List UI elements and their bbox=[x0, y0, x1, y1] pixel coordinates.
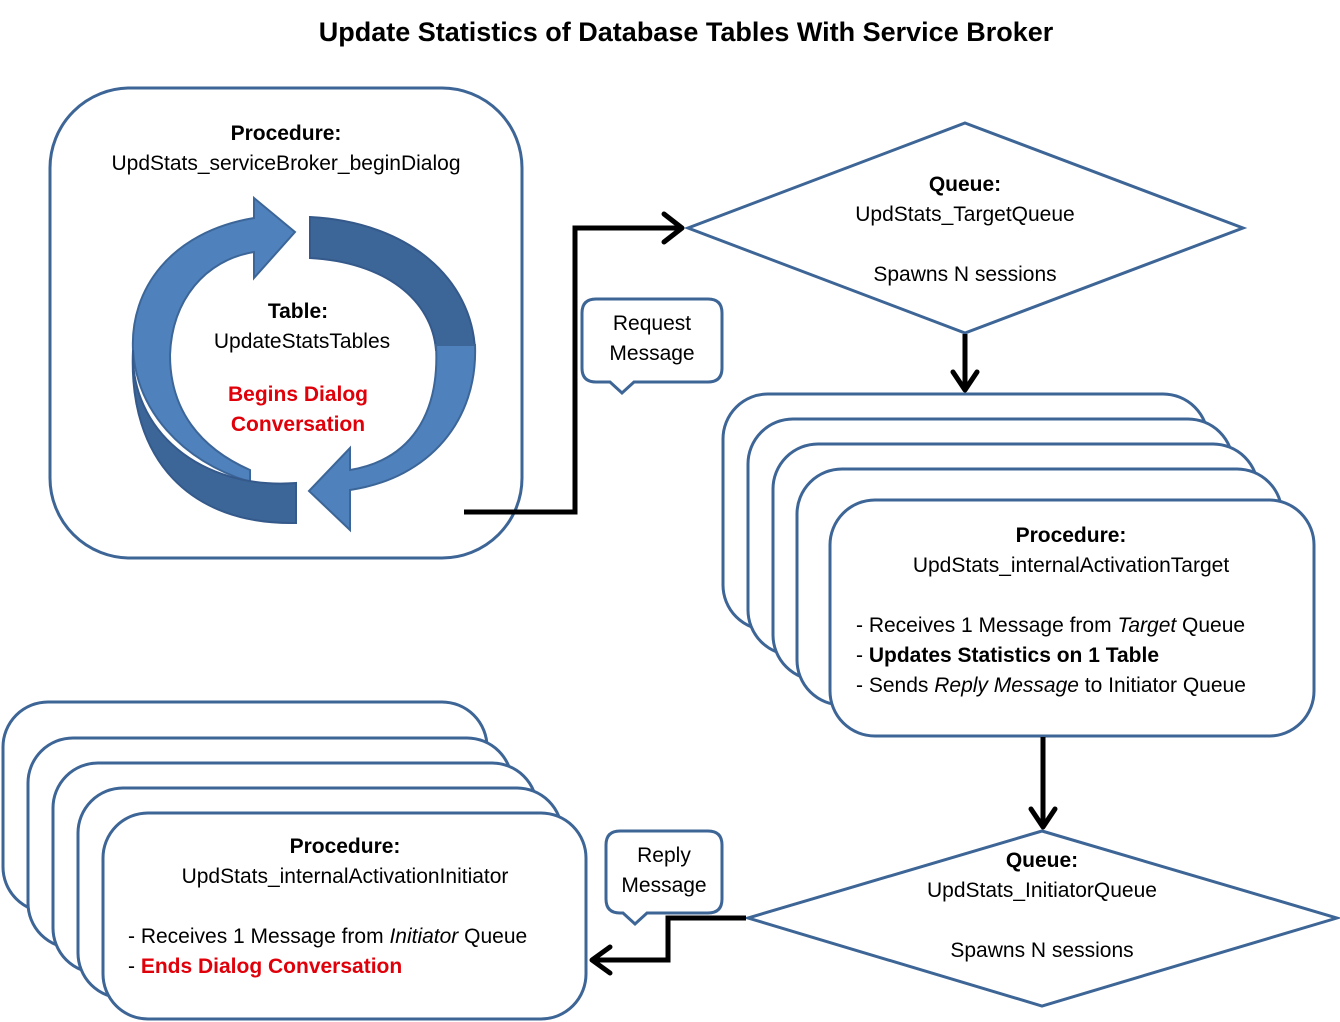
initiator-queue-name: UpdStats_InitiatorQueue bbox=[927, 879, 1157, 902]
request-arrowhead-icon bbox=[661, 211, 685, 245]
request-callout-shape bbox=[580, 297, 724, 396]
target-bullet-3: - Sends Reply Message to Initiator Queue bbox=[856, 674, 1246, 697]
request-callout-line2: Message bbox=[609, 342, 694, 365]
begin-dialog-heading: Procedure: bbox=[231, 122, 342, 145]
target-queue-to-procedure-arrow bbox=[950, 334, 980, 393]
initiator-procedure-card bbox=[101, 811, 588, 1021]
target-procedure-card bbox=[828, 498, 1316, 738]
request-connector-line bbox=[464, 225, 680, 515]
reply-callout-line1: Reply bbox=[637, 844, 691, 867]
reply-connector bbox=[589, 915, 746, 976]
request-connector bbox=[464, 211, 685, 515]
target-bullet-2: - Updates Statistics on 1 Table bbox=[856, 644, 1159, 667]
cycle-arrow-band-left bbox=[131, 349, 297, 525]
target-queue-note: Spawns N sessions bbox=[873, 263, 1056, 286]
initiator-procedure-name: UpdStats_internalActivationInitiator bbox=[182, 865, 509, 888]
request-callout-line1: Request bbox=[613, 312, 691, 335]
table-name: UpdateStatsTables bbox=[214, 330, 390, 353]
procedure-to-initiator-queue-arrow bbox=[1028, 737, 1058, 830]
initiator-queue-diamond: Queue: UpdStats_InitiatorQueue Spawns N … bbox=[742, 829, 1340, 1008]
target-bullet-1: - Receives 1 Message from Target Queue bbox=[856, 614, 1245, 637]
reply-connector-line bbox=[596, 915, 746, 963]
request-message-callout: Request Message bbox=[580, 297, 724, 396]
target-queue-name: UpdStats_TargetQueue bbox=[855, 203, 1074, 226]
target-procedure-name: UpdStats_internalActivationTarget bbox=[913, 554, 1230, 577]
cycle-arrows-icon bbox=[131, 195, 477, 533]
reply-callout-line2: Message bbox=[621, 874, 706, 897]
initiator-procedure-stack: Procedure: UpdStats_internalActivationIn… bbox=[1, 700, 588, 1021]
table-heading: Table: bbox=[268, 300, 328, 323]
initiator-queue-shape bbox=[742, 829, 1340, 1008]
reply-message-callout: Reply Message bbox=[604, 829, 724, 927]
target-queue-shape bbox=[683, 121, 1248, 335]
procedure-down-arrowhead-icon bbox=[1028, 806, 1058, 830]
reply-callout-shape bbox=[604, 829, 724, 927]
begin-dialog-action-line1: Begins Dialog bbox=[228, 383, 368, 406]
begin-dialog-procedure-name: UpdStats_serviceBroker_beginDialog bbox=[111, 152, 460, 175]
initiator-bullet-1: - Receives 1 Message from Initiator Queu… bbox=[128, 925, 527, 948]
begin-dialog-procedure-box: Procedure: UpdStats_serviceBroker_beginD… bbox=[48, 86, 524, 560]
initiator-procedure-heading: Procedure: bbox=[290, 835, 401, 858]
queue-down-arrowhead-icon bbox=[950, 369, 980, 393]
initiator-queue-note: Spawns N sessions bbox=[950, 939, 1133, 962]
begin-dialog-action-line2: Conversation bbox=[231, 413, 365, 436]
initiator-bullet-2: - Ends Dialog Conversation bbox=[128, 955, 402, 978]
cycle-arrow-lower bbox=[307, 344, 477, 533]
target-queue-diamond: Queue: UpdStats_TargetQueue Spawns N ses… bbox=[683, 121, 1248, 335]
target-procedure-stack: Procedure: UpdStats_internalActivationTa… bbox=[721, 392, 1316, 738]
initiator-queue-heading: Queue: bbox=[1006, 849, 1078, 872]
diagram-title: Update Statistics of Database Tables Wit… bbox=[319, 17, 1054, 47]
target-queue-heading: Queue: bbox=[929, 173, 1001, 196]
target-procedure-heading: Procedure: bbox=[1016, 524, 1127, 547]
reply-arrowhead-icon bbox=[589, 944, 613, 976]
